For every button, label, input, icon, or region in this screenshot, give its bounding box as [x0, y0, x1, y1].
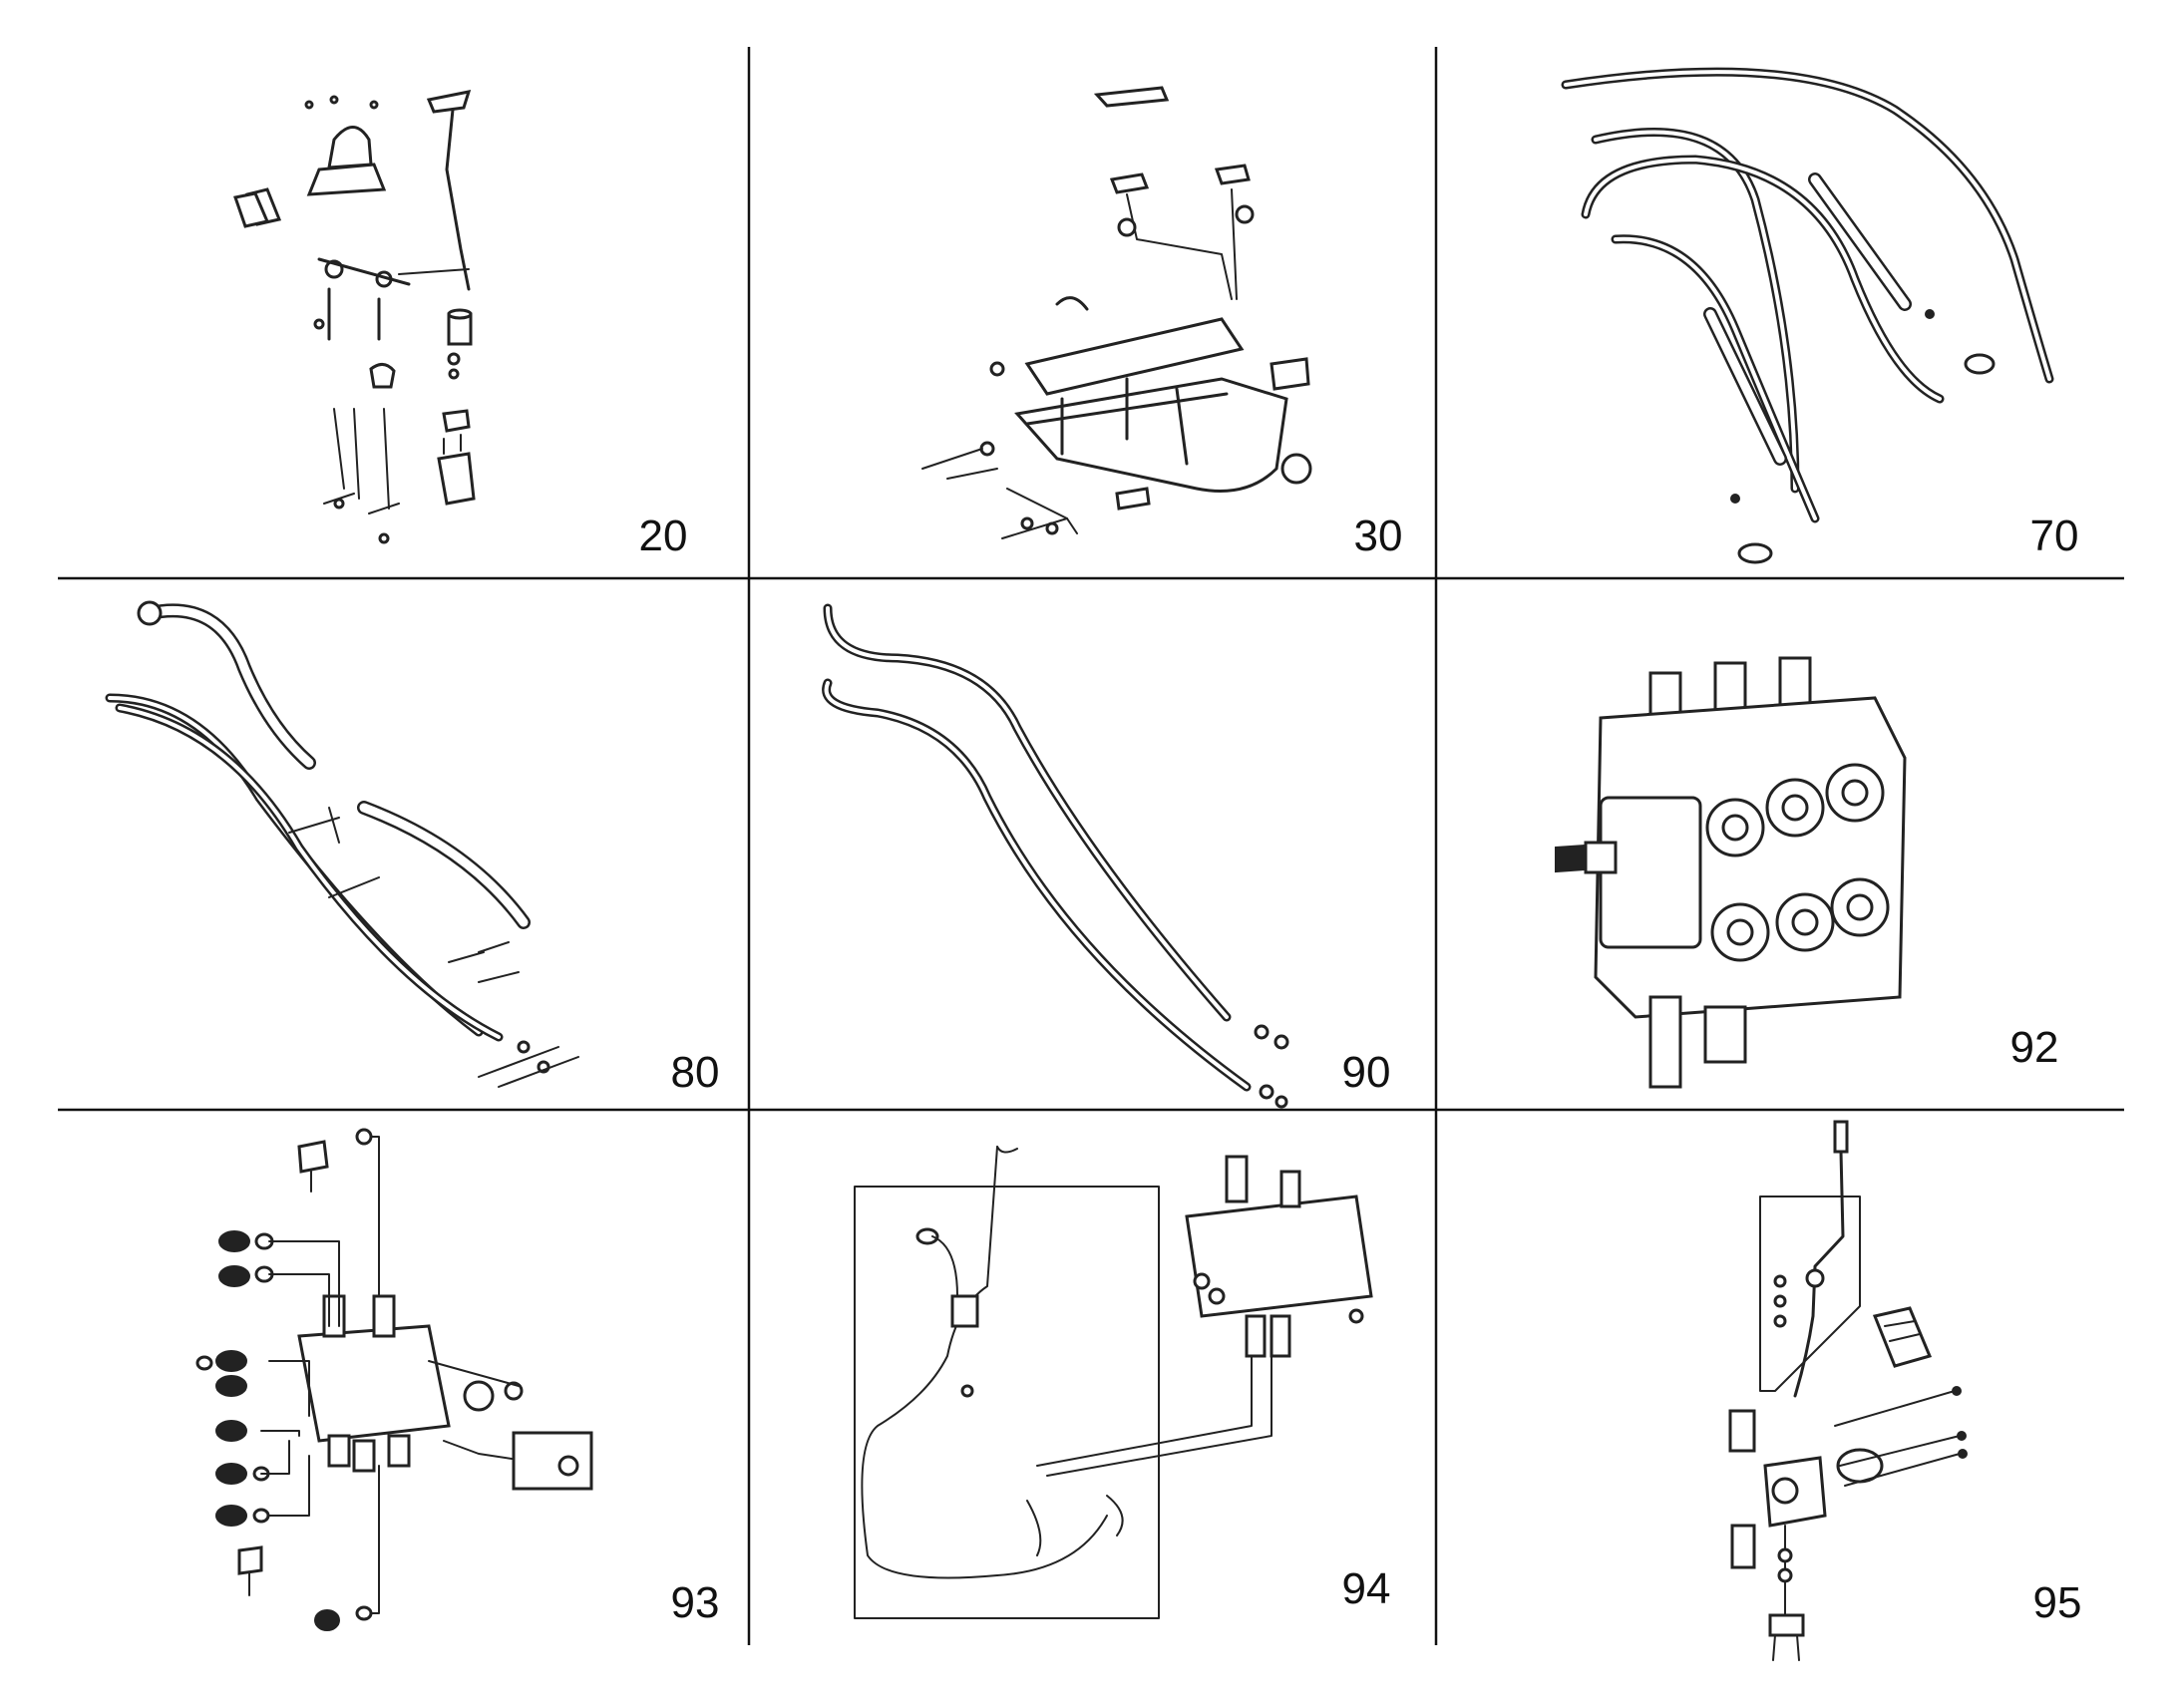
panel-95[interactable]: 95: [1728, 1120, 2082, 1661]
panel-95-number: 95: [2033, 1578, 2082, 1627]
drawing-70-hoses: [1561, 67, 2054, 564]
grid-lines: [58, 47, 2124, 1645]
drawing-20-lever-linkage: [233, 90, 476, 544]
drawing-92-valve: [1555, 656, 1907, 1089]
drawing-93-valve-seals: [195, 1128, 593, 1631]
drawing-80-tubes: [105, 600, 579, 1088]
panel-20-number: 20: [639, 512, 688, 560]
seal-stack: [195, 1230, 373, 1631]
panel-94-number: 94: [1342, 1564, 1391, 1613]
panel-92[interactable]: 92: [1555, 656, 2059, 1089]
drawing-90-hoses: [822, 603, 1289, 1109]
panel-90[interactable]: 90: [822, 603, 1391, 1109]
panel-94[interactable]: 94: [854, 1146, 1391, 1619]
panel-93[interactable]: 93: [195, 1128, 720, 1631]
panel-20[interactable]: 20: [233, 90, 688, 560]
panel-93-number: 93: [671, 1578, 720, 1627]
panel-70-number: 70: [2030, 512, 2079, 560]
drawing-94-harness: [854, 1146, 1373, 1619]
panel-92-number: 92: [2010, 1023, 2059, 1072]
panel-30-number: 30: [1354, 512, 1403, 560]
panel-90-number: 90: [1342, 1048, 1391, 1097]
drawing-30-frame: [921, 86, 1312, 539]
panel-80[interactable]: 80: [105, 600, 720, 1097]
panel-80-number: 80: [671, 1048, 720, 1097]
panel-30[interactable]: 30: [921, 86, 1403, 560]
panel-70[interactable]: 70: [1561, 67, 2079, 564]
drawing-95-lever: [1728, 1120, 1968, 1661]
